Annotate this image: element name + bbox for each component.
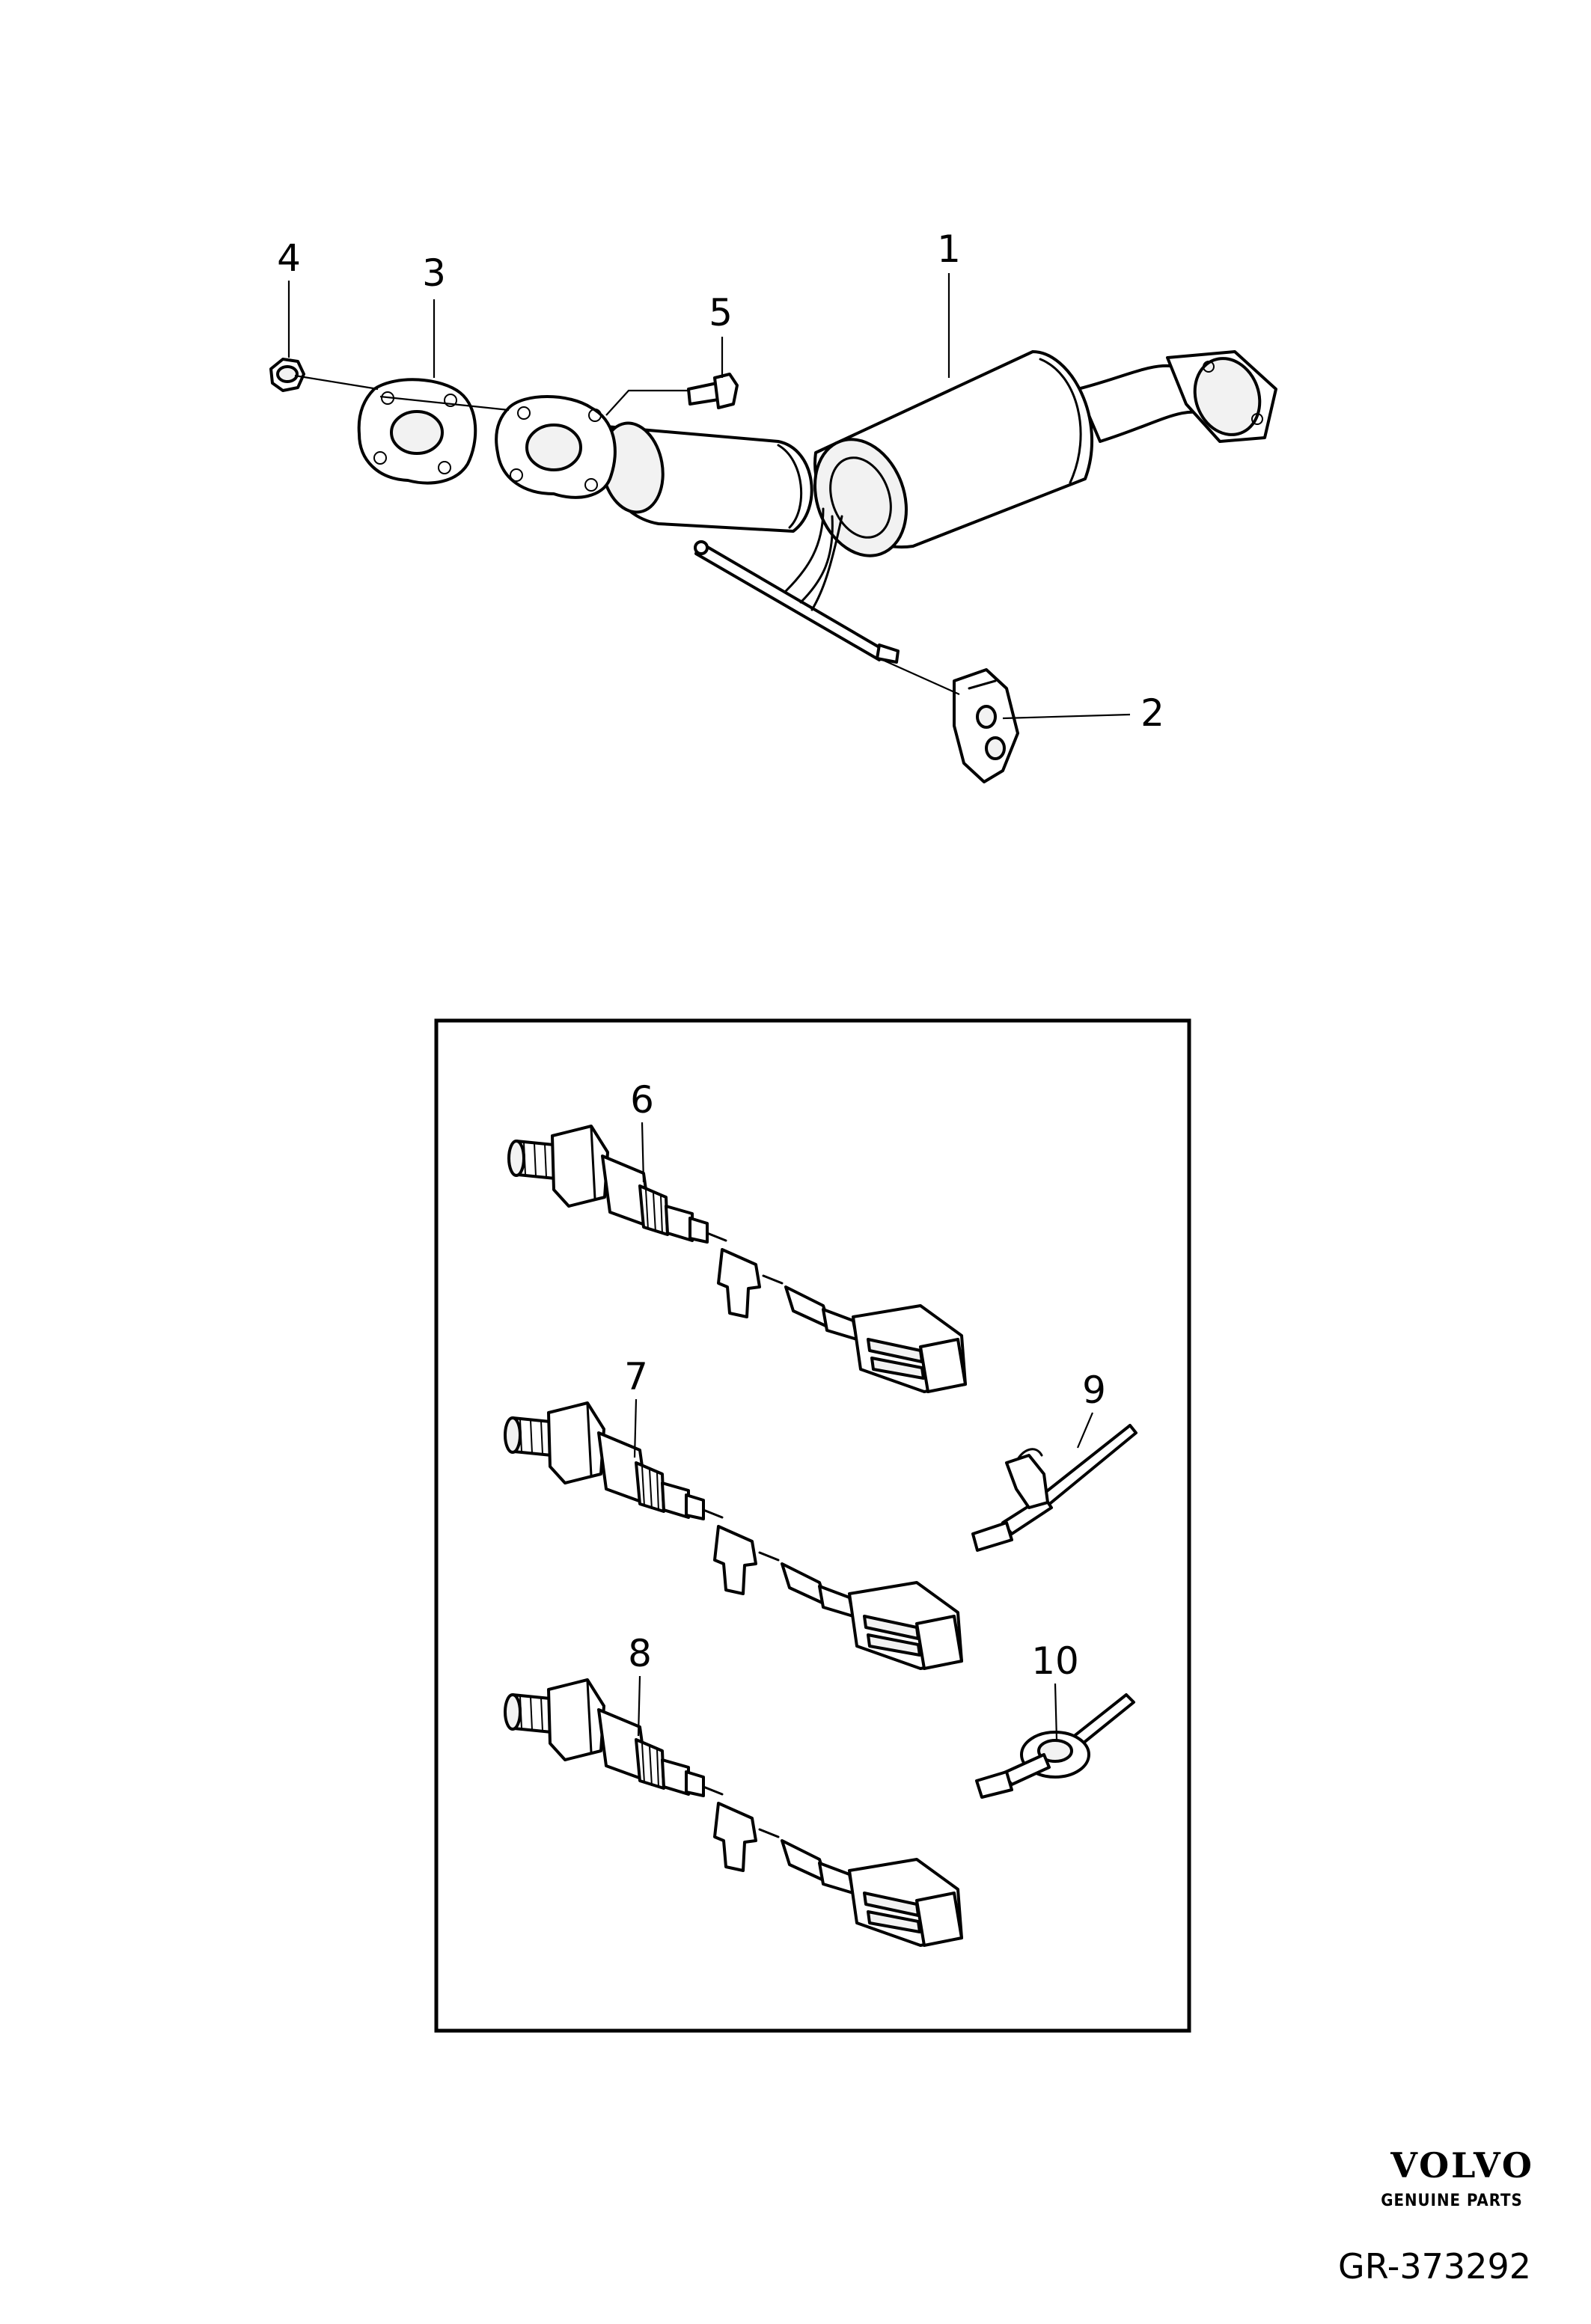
nut <box>269 358 305 392</box>
callout-3: 3 <box>422 251 446 295</box>
cable-tie-round <box>975 1693 1135 1799</box>
callout-4: 4 <box>277 236 301 280</box>
hanger-bracket <box>694 507 900 664</box>
front-pipe <box>599 421 813 533</box>
callout-5: 5 <box>709 291 733 334</box>
brand-tagline: GENUINE PARTS <box>1381 2192 1523 2210</box>
converter-body <box>813 350 1093 557</box>
outlet-pipe <box>1076 350 1277 443</box>
callout-6: 6 <box>630 1078 654 1122</box>
callout-9: 9 <box>1082 1369 1106 1412</box>
callout-10: 10 <box>1031 1639 1079 1683</box>
callout-8: 8 <box>628 1632 652 1675</box>
callout-1: 1 <box>937 227 961 271</box>
gasket <box>357 378 477 485</box>
rubber-hanger <box>953 668 1019 783</box>
sensor-group-frame <box>434 1018 1191 2033</box>
front-flange <box>495 395 617 499</box>
callout-7: 7 <box>624 1355 648 1398</box>
oxygen-sensor-8 <box>504 1678 963 1947</box>
volvo-logo: VOLVO GENUINE PARTS <box>1381 2145 1534 2210</box>
brand-name: VOLVO <box>1390 2145 1534 2186</box>
upper-leader-lines <box>287 273 1131 720</box>
cable-tie-clip <box>971 1424 1137 1552</box>
oxygen-sensor-6 <box>507 1125 967 1393</box>
lower-leader-lines <box>633 1122 1094 1740</box>
diagram-reference: GR-373292 <box>1338 2246 1531 2287</box>
oxygen-sensor-7 <box>504 1401 963 1670</box>
catalytic-converter-assembly <box>495 350 1277 664</box>
callout-2: 2 <box>1140 691 1164 735</box>
bolt <box>687 373 739 409</box>
